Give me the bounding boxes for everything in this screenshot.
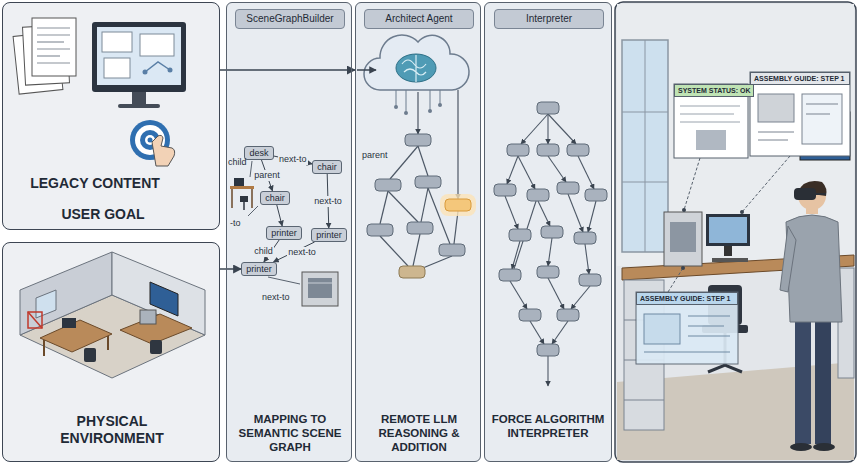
graph-node: desk: [244, 146, 273, 160]
ar-card: SYSTEM STATUS: OK: [674, 84, 754, 97]
stage-header: SceneGraphBuilder: [235, 9, 345, 29]
graph-label: -to: [230, 218, 241, 229]
stage-column: SceneGraphBuilderMAPPING TO SEMANTIC SCE…: [226, 2, 352, 462]
graph-node: printer: [241, 262, 277, 276]
node-text: chair: [265, 193, 285, 203]
edge-label: next-to: [287, 247, 317, 258]
stage-header: Interpreter: [494, 9, 604, 29]
graph-node: printer: [266, 226, 302, 240]
graph-node: printer: [311, 228, 347, 242]
connector: [220, 268, 241, 270]
panel-title: LEGACY CONTENT: [15, 175, 175, 192]
node-text: ASSEMBLY GUIDE: STEP 1: [640, 295, 734, 302]
panel-title: PHYSICAL ENVIRONMENT: [42, 413, 182, 447]
ar-card: ASSEMBLY GUIDE: STEP 1: [636, 292, 738, 305]
ar-card: ASSEMBLY GUIDE: STEP 1: [750, 72, 850, 85]
graph-label: next-to: [262, 292, 290, 303]
edge-label: next-to: [278, 154, 308, 165]
input-panel: PHYSICAL ENVIRONMENT: [2, 242, 220, 462]
stage-caption: REMOTE LLM REASONING & ADDITION: [359, 413, 479, 454]
edge-label: next-to: [313, 196, 343, 207]
graph-node: chair: [260, 191, 290, 205]
input-panel: LEGACY CONTENT USER GOAL: [2, 2, 220, 230]
connector: [220, 69, 355, 71]
node-text: ASSEMBLY GUIDE: STEP 1: [754, 75, 846, 82]
stage-column: InterpreterFORCE ALGORITHM INTERPRETER: [484, 2, 612, 462]
connector: [277, 205, 282, 226]
stage-caption: MAPPING TO SEMANTIC SCENE GRAPH: [230, 413, 350, 454]
node-text: printer: [271, 228, 297, 238]
node-text: printer: [246, 264, 272, 274]
node-text: desk: [249, 148, 268, 158]
node-text: chair: [317, 162, 337, 172]
stage-caption: FORCE ALGORITHM INTERPRETER: [488, 413, 608, 441]
node-text: SYSTEM STATUS: OK: [678, 87, 750, 94]
edge-label: parent: [253, 170, 281, 181]
stage-header: Architect Agent: [364, 9, 474, 29]
panel-title: USER GOAL: [43, 206, 163, 223]
stage-column: Architect AgentREMOTE LLM REASONING & AD…: [355, 2, 481, 462]
node-text: printer: [316, 230, 342, 240]
graph-label: child: [228, 157, 247, 168]
graph-node: chair: [312, 160, 342, 174]
graph-label: parent: [362, 150, 388, 161]
edge-label: child: [253, 246, 274, 257]
